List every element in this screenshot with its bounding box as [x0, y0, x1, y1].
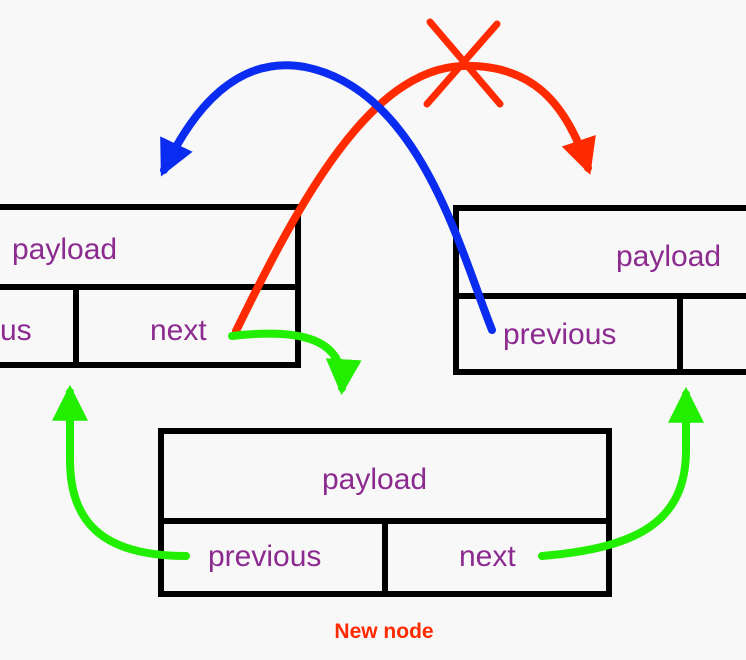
- left-node-previous-label: us: [0, 314, 32, 347]
- right-node-payload-label: payload: [616, 240, 721, 273]
- left-next-to-new-node-arrow: [228, 329, 362, 396]
- new-node-caption: New node: [334, 620, 433, 643]
- new-previous-to-left-node-arrow: [52, 384, 190, 560]
- new-node-previous-label: previous: [208, 540, 321, 573]
- right-node-next-cell: [677, 293, 746, 375]
- cross-mark-icon: [423, 18, 504, 108]
- replaced-previous-link-arrow: [160, 61, 496, 334]
- right-node-previous-label: previous: [503, 318, 616, 351]
- new-node-next-label: next: [459, 540, 516, 573]
- left-node-next-cell: [73, 284, 301, 368]
- new-node-next-cell: [382, 518, 612, 597]
- left-node-next-label: next: [150, 314, 207, 347]
- removed-next-link-arrow: [232, 61, 596, 335]
- new-node-payload-label: payload: [322, 463, 427, 496]
- new-next-to-right-node-arrow: [538, 386, 704, 560]
- new-node: [158, 428, 612, 597]
- left-node: [0, 204, 301, 368]
- left-node-payload-label: payload: [12, 233, 117, 266]
- right-node: [453, 205, 746, 375]
